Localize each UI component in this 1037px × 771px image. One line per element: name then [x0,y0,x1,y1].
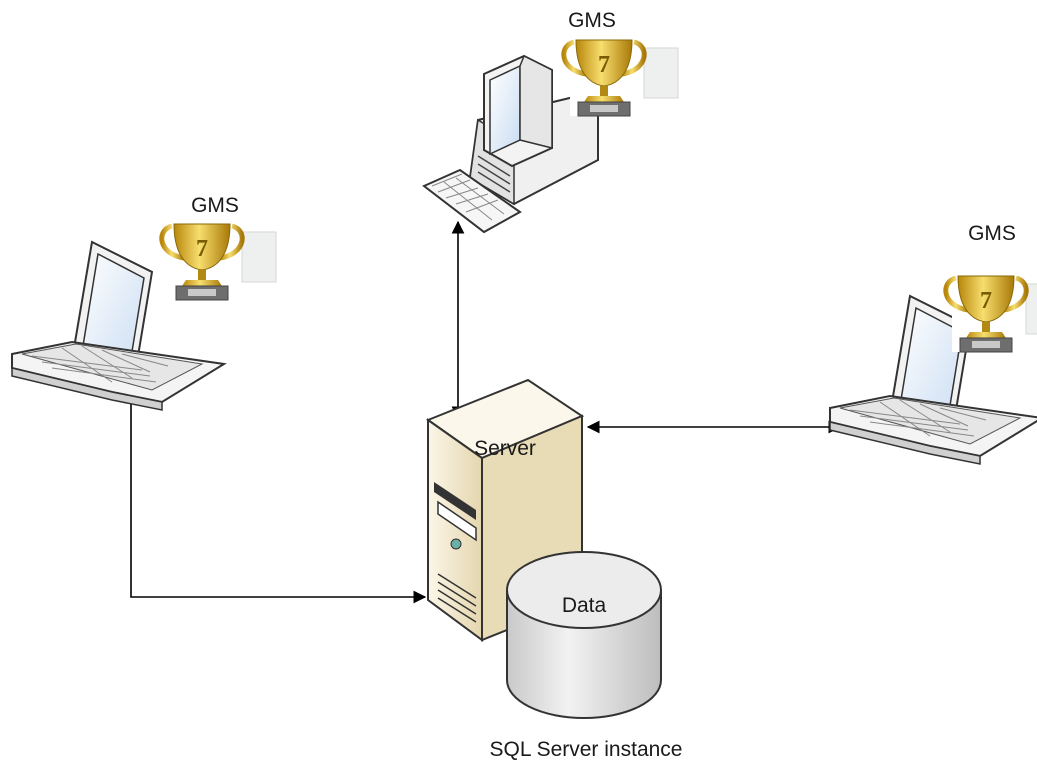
connections [124,220,842,604]
desktop-app-label: GMS [568,9,616,32]
desktop-computer-icon [422,54,599,234]
trophy-icon [564,32,678,116]
laptop-left-app-label: GMS [191,194,239,217]
database-label: Data [562,594,607,617]
database-icon [506,551,662,719]
trophy-icon [162,216,276,300]
trophy-icon [946,268,1037,352]
laptop-right-app-label: GMS [968,222,1016,245]
server-label: Server [474,437,536,460]
laptop-left-server-connector [124,390,427,604]
diagram-caption: SQL Server instance [490,738,683,761]
